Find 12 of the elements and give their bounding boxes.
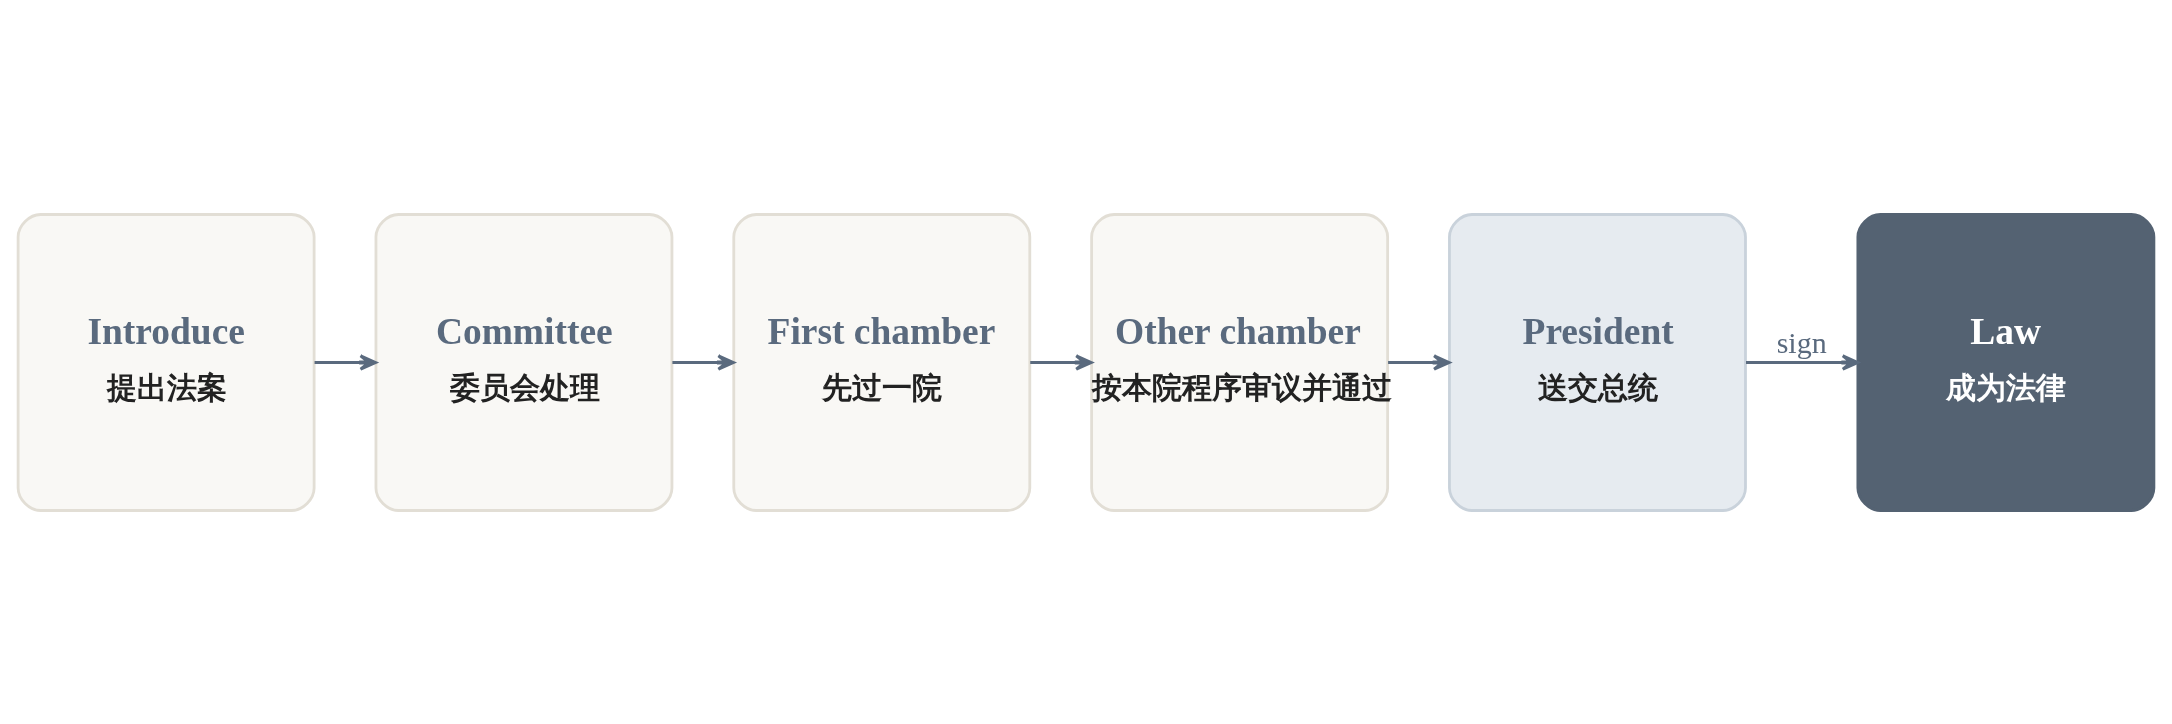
node-box: President 送交总统 — [1448, 212, 1747, 512]
arrow — [314, 353, 378, 371]
arrow — [1746, 353, 1860, 371]
node-box: Introduce 提出法案 — [16, 212, 316, 512]
node-box: Committee 委员会处理 — [374, 212, 674, 512]
node-box: First chamber 先过一院 — [732, 212, 1032, 512]
edge-label: sign — [1776, 325, 1827, 359]
arrow — [1388, 353, 1451, 371]
arrow — [672, 353, 735, 371]
node-box: Law 成为法律 — [1856, 212, 2156, 512]
arrow — [1030, 353, 1093, 371]
node-box: Other chamber 按本院程序审议并通过 — [1090, 212, 1390, 512]
